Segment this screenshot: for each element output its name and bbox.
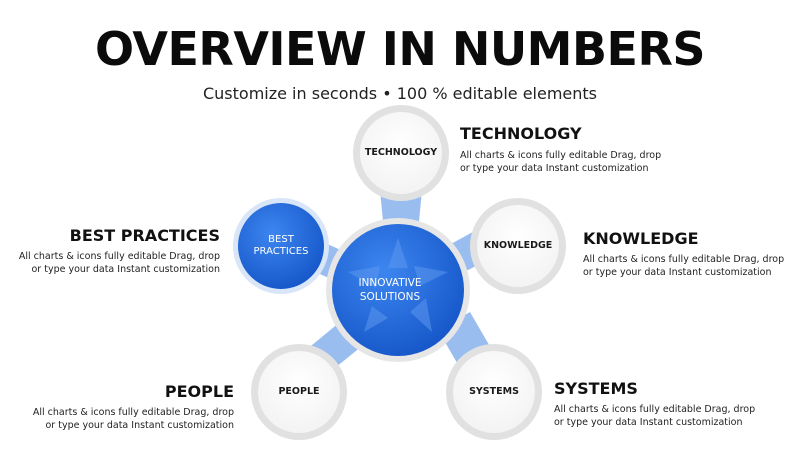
people-desc-line1: All charts & icons fully editable Drag, … — [32, 407, 234, 418]
node-best-practices-label-line1: BEST — [268, 234, 294, 245]
systems-title: SYSTEMS — [554, 379, 638, 398]
technology-title: TECHNOLOGY — [460, 124, 582, 143]
best-practices-title: BEST PRACTICES — [69, 226, 220, 245]
node-technology-label: TECHNOLOGY — [364, 147, 438, 158]
systems-desc-line1: All charts & icons fully editable Drag, … — [554, 404, 756, 415]
systems-description: All charts & icons fully editable Drag, … — [554, 403, 764, 429]
people-title: PEOPLE — [164, 382, 234, 401]
technology-description: All charts & icons fully editable Drag, … — [460, 149, 670, 175]
node-technology — [353, 105, 449, 201]
page-subtitle: Customize in seconds • 100 % editable el… — [202, 84, 598, 103]
node-people — [251, 344, 347, 440]
node-best-practices-label-line2: PRACTICES — [253, 246, 309, 257]
center-hub-label: INNOVATIVE SOLUTIONS — [340, 276, 440, 304]
node-systems — [446, 344, 542, 440]
node-people-label: PEOPLE — [278, 386, 320, 397]
page-title: OVERVIEW IN NUMBERS — [95, 22, 706, 76]
center-hub-label-line1: INNOVATIVE — [358, 277, 422, 289]
center-hub — [326, 218, 470, 362]
best-practices-desc-line2: or type your data Instant customization — [31, 264, 221, 275]
people-description: All charts & icons fully editable Drag, … — [24, 406, 234, 432]
knowledge-desc-line1: All charts & icons fully editable Drag, … — [583, 254, 785, 265]
node-knowledge-label: KNOWLEDGE — [483, 240, 553, 251]
systems-desc-line2: or type your data Instant customization — [554, 417, 743, 428]
node-systems-label: SYSTEMS — [469, 386, 519, 397]
center-hub-label-line2: SOLUTIONS — [359, 291, 421, 303]
knowledge-description: All charts & icons fully editable Drag, … — [583, 253, 793, 279]
node-knowledge — [470, 198, 566, 294]
technology-desc-line2: or type your data Instant customization — [460, 163, 649, 174]
technology-desc-line1: All charts & icons fully editable Drag, … — [460, 150, 662, 161]
knowledge-desc-line2: or type your data Instant customization — [583, 267, 772, 278]
node-best-practices-label: BEST PRACTICES — [236, 234, 326, 258]
best-practices-description: All charts & icons fully editable Drag, … — [10, 250, 220, 276]
node-best-practices — [233, 198, 329, 294]
best-practices-desc-line1: All charts & icons fully editable Drag, … — [18, 251, 220, 262]
knowledge-title: KNOWLEDGE — [583, 229, 699, 248]
people-desc-line2: or type your data Instant customization — [45, 420, 235, 431]
